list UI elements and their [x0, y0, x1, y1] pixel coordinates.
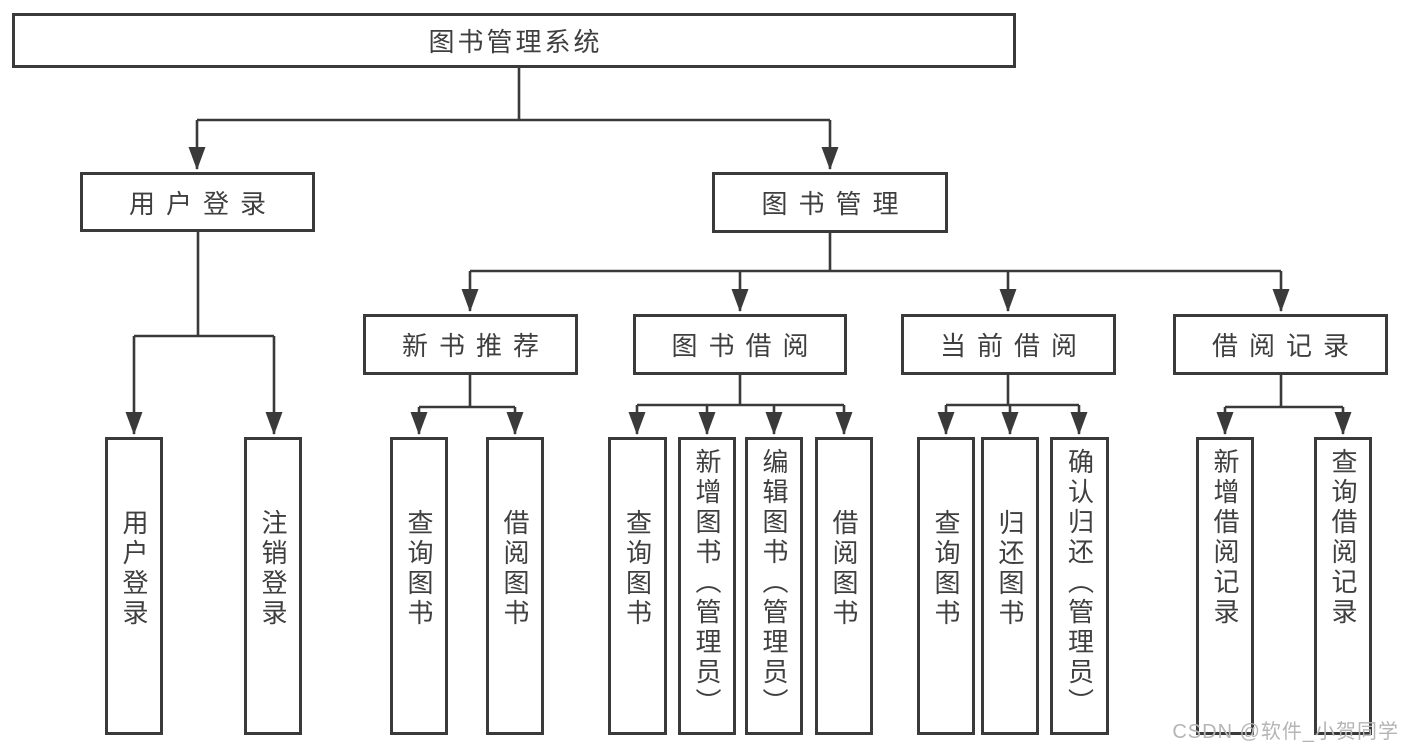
- leaf-nb-borrow-books: 借阅图书: [486, 437, 544, 735]
- leaf-label: 查询图书: [622, 509, 653, 629]
- leaf-bb-query-books: 查询图书: [608, 437, 667, 735]
- leaf-logout: 注销登录: [244, 437, 302, 735]
- leaf-label: 注销登录: [258, 509, 288, 629]
- leaf-label: 借阅图书: [500, 509, 530, 629]
- leaf-bb-add-books-admin: 新增图书（管理员）: [678, 437, 736, 735]
- leaf-cb-query-books: 查询图书: [917, 437, 975, 735]
- leaf-label: 借阅图书: [829, 509, 859, 629]
- csdn-watermark: CSDN @软件_小贺同学: [1172, 721, 1399, 743]
- node-borrowing-records: 借阅记录: [1173, 314, 1388, 375]
- leaf-label: 归还图书: [995, 509, 1025, 629]
- leaf-bb-edit-books-admin: 编辑图书（管理员）: [745, 437, 803, 735]
- node-new-book-recommend: 新书推荐: [363, 314, 578, 375]
- leaf-label: 编辑图书（管理员）: [759, 448, 789, 718]
- node-library-system: 图书管理系统: [12, 13, 1016, 68]
- node-book-management: 图书管理: [712, 172, 948, 233]
- leaf-label: 用户登录: [119, 509, 149, 629]
- node-current-borrowing: 当前借阅: [901, 314, 1116, 375]
- leaf-label: 查询借阅记录: [1328, 448, 1358, 628]
- leaf-label: 查询图书: [404, 509, 434, 629]
- leaf-br-query-record: 查询借阅记录: [1314, 437, 1372, 735]
- leaf-label: 确认归还（管理员）: [1064, 448, 1095, 718]
- leaf-cb-return-books: 归还图书: [981, 437, 1039, 735]
- leaf-bb-borrow-books: 借阅图书: [815, 437, 873, 735]
- leaf-label: 新增图书（管理员）: [692, 448, 722, 718]
- node-user-login: 用户登录: [80, 172, 315, 232]
- leaf-cb-confirm-return-admin: 确认归还（管理员）: [1050, 437, 1109, 735]
- leaf-br-add-record: 新增借阅记录: [1196, 437, 1254, 735]
- leaf-user-login: 用户登录: [105, 437, 163, 735]
- node-book-borrowing: 图书借阅: [633, 314, 847, 375]
- leaf-nb-query-books: 查询图书: [390, 437, 448, 735]
- leaf-label: 新增借阅记录: [1210, 448, 1240, 628]
- leaf-label: 查询图书: [931, 509, 961, 629]
